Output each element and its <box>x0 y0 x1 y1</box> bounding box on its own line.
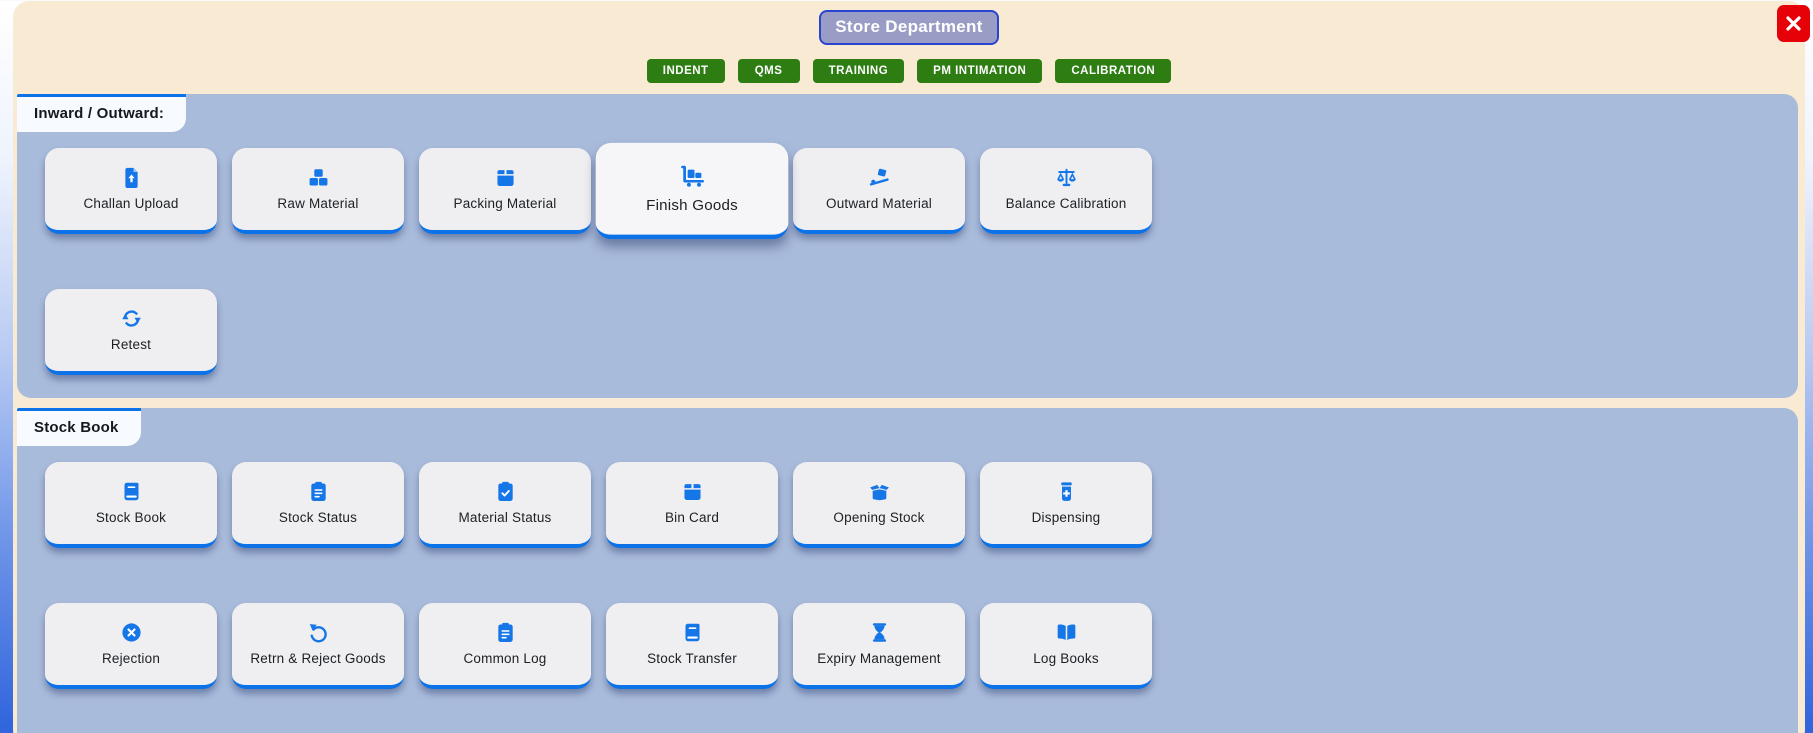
nav-row: INDENT QMS TRAINING PM INTIMATION CALIBRATIO… <box>13 59 1805 83</box>
card-bin-card[interactable]: Bin Card <box>606 462 778 548</box>
nav-button-qms[interactable]: QMS <box>737 59 800 83</box>
card-expiry-management[interactable]: Expiry Management <box>793 603 965 689</box>
circle-xmark-icon <box>121 622 142 643</box>
card-opening-stock[interactable]: Opening Stock <box>793 462 965 548</box>
header: Store Department <box>13 1 1805 45</box>
section-tab-label: Inward / Outward: <box>17 94 187 132</box>
card-retest[interactable]: Retest <box>45 289 217 375</box>
card-stock-transfer[interactable]: Stock Transfer <box>606 603 778 689</box>
truck-ramp-icon <box>869 167 890 188</box>
card-packing-material[interactable]: Packing Material <box>419 148 591 234</box>
nav-button-pm-intimation[interactable]: PM INTIMATION <box>917 59 1043 83</box>
box-open-icon <box>869 481 890 502</box>
box-icon <box>495 167 516 188</box>
card-dispensing[interactable]: Dispensing <box>980 462 1152 548</box>
card-material-status[interactable]: Material Status <box>419 462 591 548</box>
card-common-log[interactable]: Common Log <box>419 603 591 689</box>
clipboard-list-icon <box>495 622 516 643</box>
nav-button-indent[interactable]: INDENT <box>646 59 725 83</box>
box-icon <box>682 481 703 502</box>
cart-flatbed-icon <box>680 164 704 188</box>
section-tab-label: Stock Book <box>17 408 141 446</box>
section-inward-outward: Inward / Outward: Challan Upload Raw Mat… <box>17 94 1798 398</box>
sections-root: Inward / Outward: Challan Upload Raw Mat… <box>13 94 1805 733</box>
rotate-icon <box>121 308 142 329</box>
card-grid: Challan Upload Raw Material Packing Mate… <box>17 94 1798 398</box>
cubes-icon <box>308 167 329 188</box>
card-raw-material[interactable]: Raw Material <box>232 148 404 234</box>
section-stock-book: Stock Book Stock Book Stock Status Mater… <box>17 408 1798 733</box>
card-rejection[interactable]: Rejection <box>45 603 217 689</box>
bottle-medical-icon <box>1056 481 1077 502</box>
clipboard-check-icon <box>495 481 516 502</box>
book-icon <box>121 481 142 502</box>
card-stock-status[interactable]: Stock Status <box>232 462 404 548</box>
rotate-left-icon <box>308 622 329 643</box>
card-challan-upload[interactable]: Challan Upload <box>45 148 217 234</box>
main-panel: Store Department INDENT QMS TRAINING PM INT… <box>13 1 1805 733</box>
card-finish-goods[interactable]: Finish Goods <box>595 142 789 240</box>
nav-button-training[interactable]: TRAINING <box>812 59 905 83</box>
file-upload-icon <box>121 167 142 188</box>
book-icon <box>682 622 703 643</box>
book-open-icon <box>1056 622 1077 643</box>
card-outward-material[interactable]: Outward Material <box>793 148 965 234</box>
card-stock-book[interactable]: Stock Book <box>45 462 217 548</box>
clipboard-list-icon <box>308 481 329 502</box>
nav-button-calibration[interactable]: CALIBRATION <box>1055 59 1172 83</box>
scale-icon <box>1056 167 1077 188</box>
card-grid: Stock Book Stock Status Material Status … <box>17 408 1798 712</box>
card-balance-calibration[interactable]: Balance Calibration <box>980 148 1152 234</box>
hourglass-icon <box>869 622 890 643</box>
card-log-books[interactable]: Log Books <box>980 603 1152 689</box>
card-retrn-reject-goods[interactable]: Retrn & Reject Goods <box>232 603 404 689</box>
close-button[interactable] <box>1777 5 1810 42</box>
close-icon <box>1784 14 1803 33</box>
page-title: Store Department <box>819 10 999 45</box>
